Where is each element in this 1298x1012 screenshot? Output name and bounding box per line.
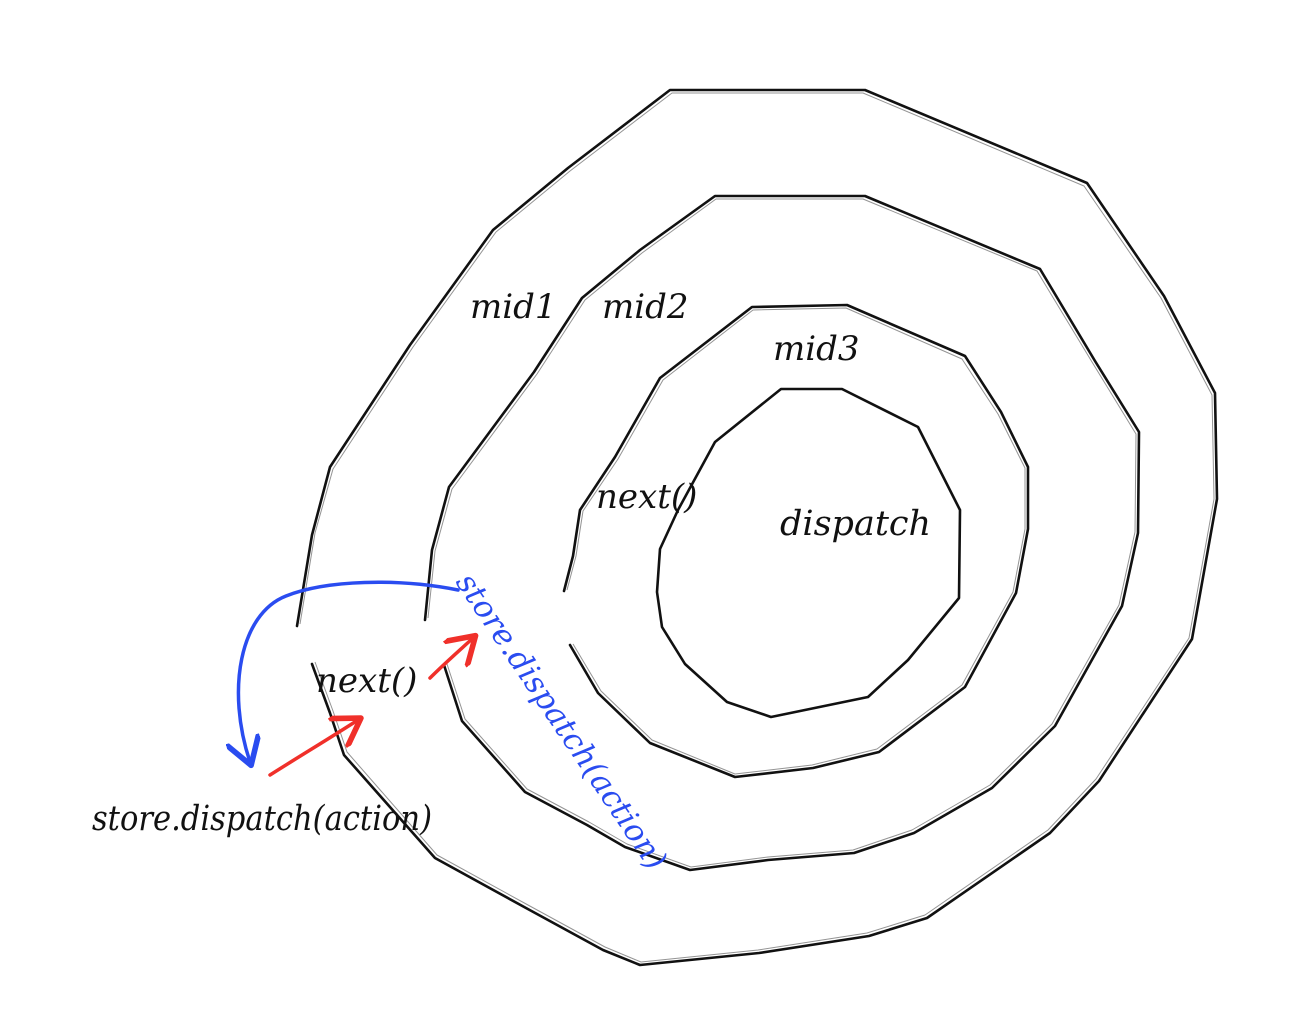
redispatch-arrow-group: [238, 580, 460, 762]
label-mid3: mid3: [773, 329, 860, 369]
layer-dispatch-core: [655, 387, 962, 719]
label-entry-dispatch: store.dispatch(action): [92, 799, 432, 839]
next-arrow-inner: [428, 638, 473, 680]
label-mid2: mid2: [602, 287, 689, 327]
layer-mid3-ring: [562, 303, 1030, 779]
label-next-inner: next(): [596, 477, 697, 517]
layer-mid2-ring: [423, 194, 1141, 872]
label-mid1: mid1: [470, 287, 557, 327]
label-dispatch: dispatch: [780, 504, 931, 544]
next-call-arrows: [268, 638, 473, 777]
layer-mid1-ring: [295, 88, 1219, 967]
next-arrow-entry: [268, 720, 358, 777]
label-redispatch: store.dispatch(action): [448, 566, 674, 876]
redispatch-arrow: [238, 580, 460, 762]
label-next-outer: next(): [316, 661, 417, 701]
